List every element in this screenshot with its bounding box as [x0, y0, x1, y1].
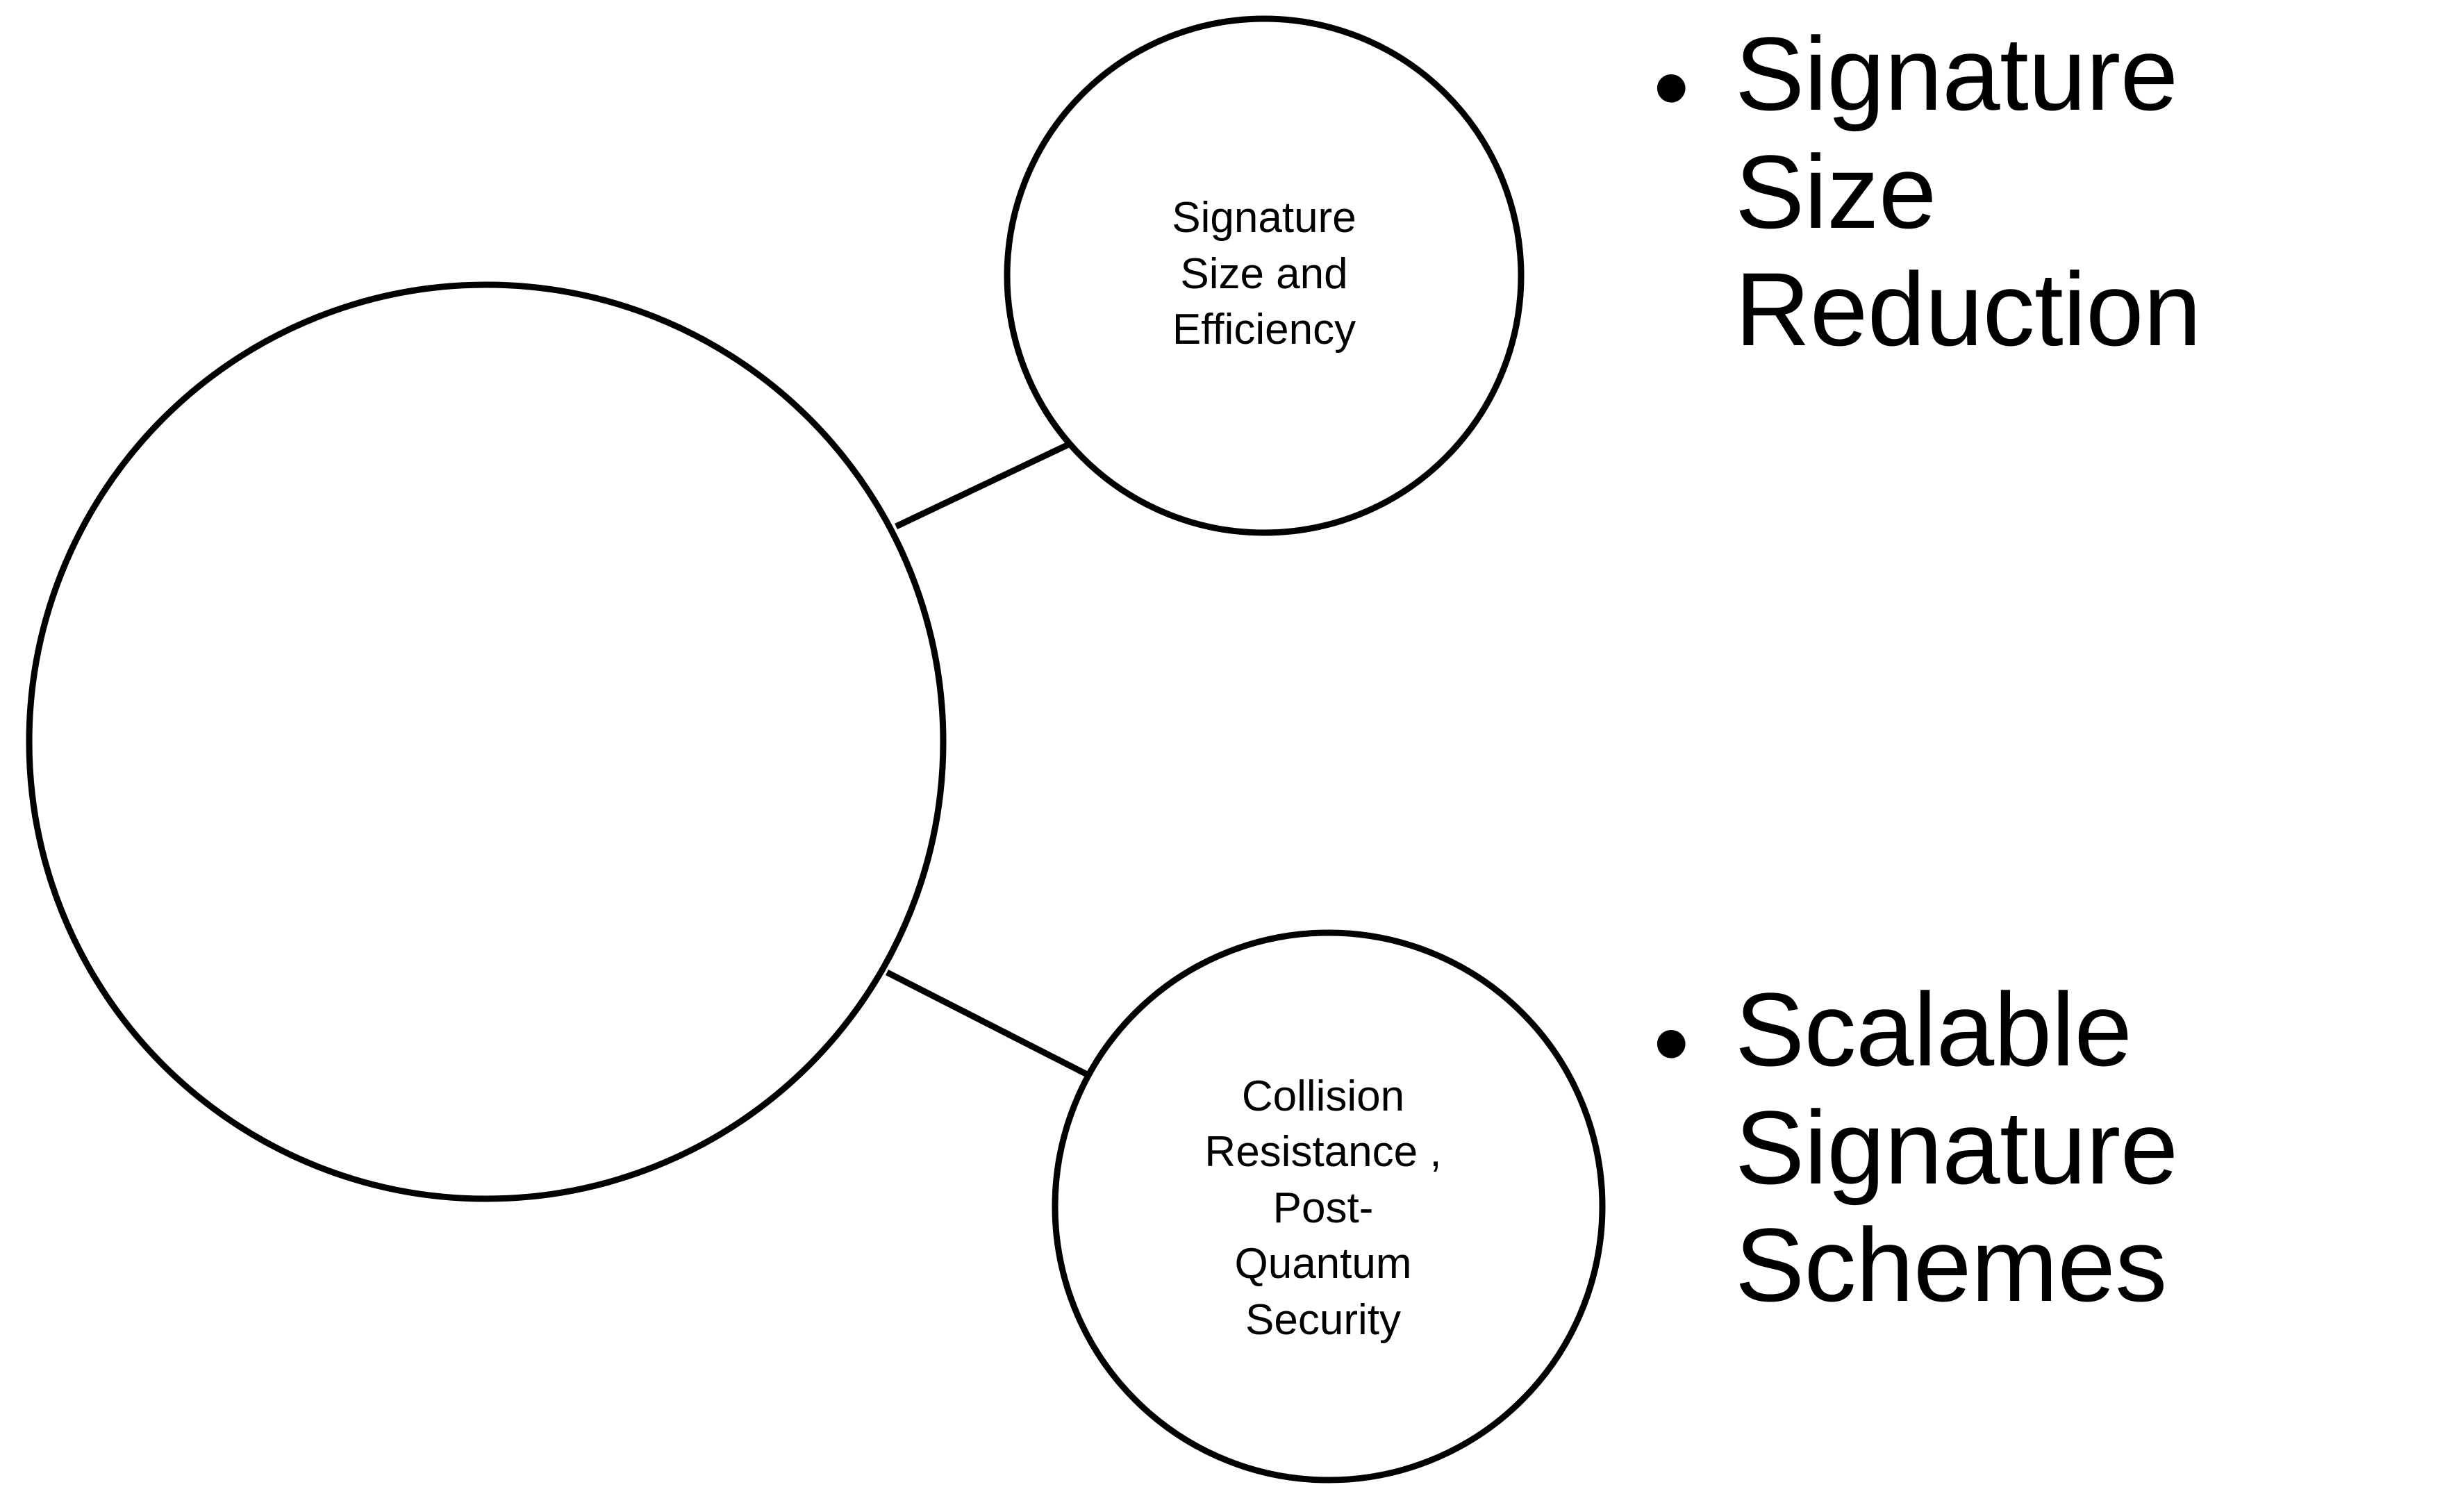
list-item-label: Scalable Signature Schemes — [1735, 971, 2178, 1323]
bullet-point-icon: • — [1653, 984, 1690, 1101]
topic-node-top-circle[interactable] — [1004, 15, 1525, 536]
topic-node-bottom-label: Collision Resistance , Post- Quantum Sec… — [1204, 1072, 1442, 1344]
bullet-list: • Signature Size Reduction • Scalable Si… — [1653, 0, 2449, 1512]
connector-main-to-bottom — [885, 969, 1096, 1081]
list-item[interactable]: • Scalable Signature Schemes — [1653, 971, 2449, 1324]
topic-node-bottom-circle[interactable] — [1052, 929, 1606, 1484]
bullet-point-icon: • — [1653, 28, 1690, 145]
list-item-label: Signature Size Reduction — [1735, 15, 2201, 367]
topic-node-top-label: Signature Size and Efficiency — [1172, 194, 1356, 354]
list-item[interactable]: • Signature Size Reduction — [1653, 15, 2449, 369]
main-node-label — [90, 625, 882, 861]
main-node-circle[interactable] — [26, 281, 947, 1202]
